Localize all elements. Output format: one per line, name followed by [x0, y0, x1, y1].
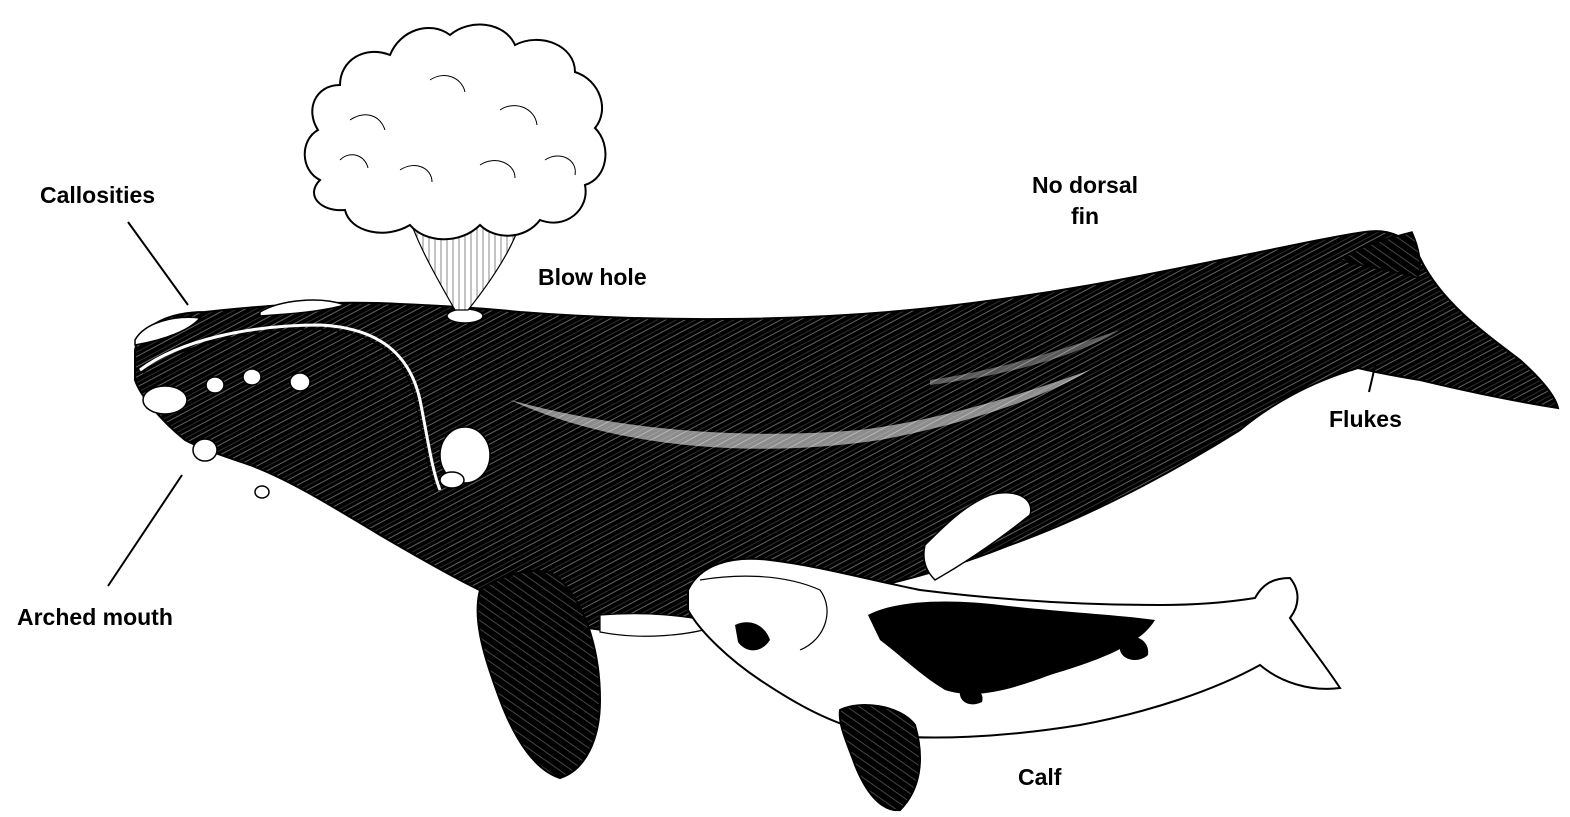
label-no-dorsal-fin: No dorsal fin [1015, 170, 1155, 232]
calf-flipper [840, 705, 920, 810]
calf-whale [688, 559, 1340, 810]
label-no-dorsal-fin-line2: fin [1015, 201, 1155, 232]
label-flukes: Flukes [1329, 404, 1402, 435]
label-callosities: Callosities [40, 180, 155, 211]
label-arched-mouth: Arched mouth [17, 602, 173, 633]
label-blow-hole: Blow hole [538, 262, 647, 293]
label-calf: Calf [1018, 762, 1061, 793]
callosities-leader [128, 222, 188, 305]
label-no-dorsal-fin-line1: No dorsal [1015, 170, 1155, 201]
arched-mouth-leader [108, 475, 182, 586]
spray-cloud [305, 25, 606, 240]
